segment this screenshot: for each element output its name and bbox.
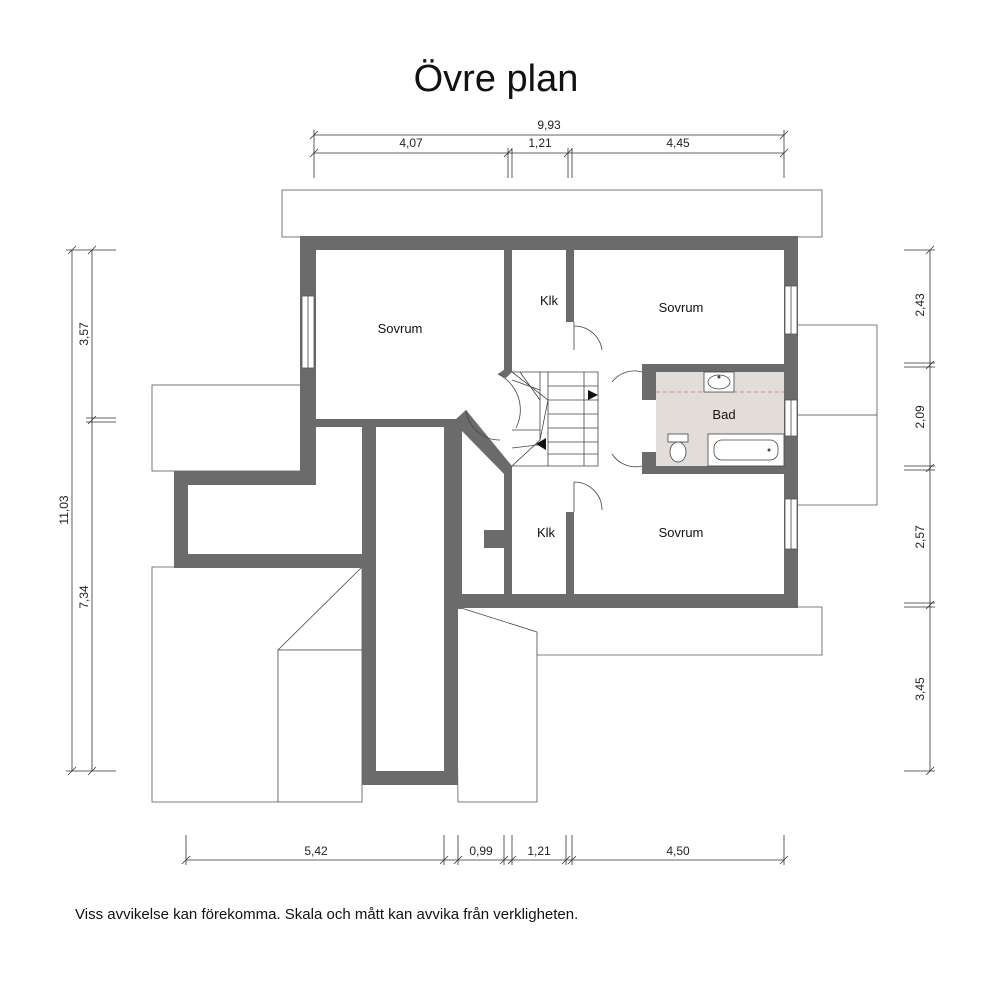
- room-label-sovrum-ne: Sovrum: [659, 300, 704, 315]
- disclaimer-text: Viss avvikelse kan förekomma. Skala och …: [75, 906, 579, 923]
- dim-top-2: 1,21: [528, 136, 552, 150]
- room-label-sovrum-se: Sovrum: [659, 525, 704, 540]
- roof-top-outline: [281, 189, 823, 238]
- dim-bottom-4: 4,50: [666, 844, 690, 858]
- doors: [465, 322, 643, 512]
- dim-right-3: 2,57: [913, 525, 927, 549]
- dim-top-3: 4,45: [666, 136, 690, 150]
- dim-left-2: 7,34: [77, 585, 91, 609]
- room-label-klk-top: Klk: [540, 293, 559, 308]
- dim-top-1: 4,07: [399, 136, 423, 150]
- toilet-icon: [667, 433, 689, 463]
- sink-icon: [703, 371, 735, 393]
- room-label-bad: Bad: [712, 407, 735, 422]
- dim-right-1: 2,43: [913, 293, 927, 317]
- roof-sw-lower: [277, 649, 363, 803]
- room-label-klk-bottom: Klk: [537, 525, 556, 540]
- dimensions-right: 2,43 2,09 2,57 3,45: [904, 245, 935, 776]
- bathtub-icon: [707, 433, 785, 467]
- plan-title: Övre plan: [413, 58, 579, 100]
- roof-se-outline: [455, 606, 823, 803]
- roof-west-outline: [151, 384, 303, 472]
- dim-top-total: 9,93: [537, 118, 561, 132]
- room-label-sovrum-nw: Sovrum: [378, 321, 423, 336]
- dim-right-4: 3,45: [913, 677, 927, 701]
- dim-bottom-1: 5,42: [304, 844, 328, 858]
- dim-bottom-2: 0,99: [469, 844, 493, 858]
- dim-bottom-3: 1,21: [527, 844, 551, 858]
- dim-right-2: 2,09: [913, 405, 927, 429]
- windows: [301, 285, 798, 550]
- dimensions-bottom: 5,42 0,99 1,21 4,50: [181, 835, 789, 865]
- dimensions-top: 9,93 4,07 1,21 4,45: [309, 118, 789, 178]
- staircase: [510, 371, 599, 467]
- dim-left-1: 3,57: [77, 322, 91, 346]
- dimensions-left: 11,03 3,57 7,34: [57, 245, 116, 776]
- dim-left-total: 11,03: [57, 495, 71, 524]
